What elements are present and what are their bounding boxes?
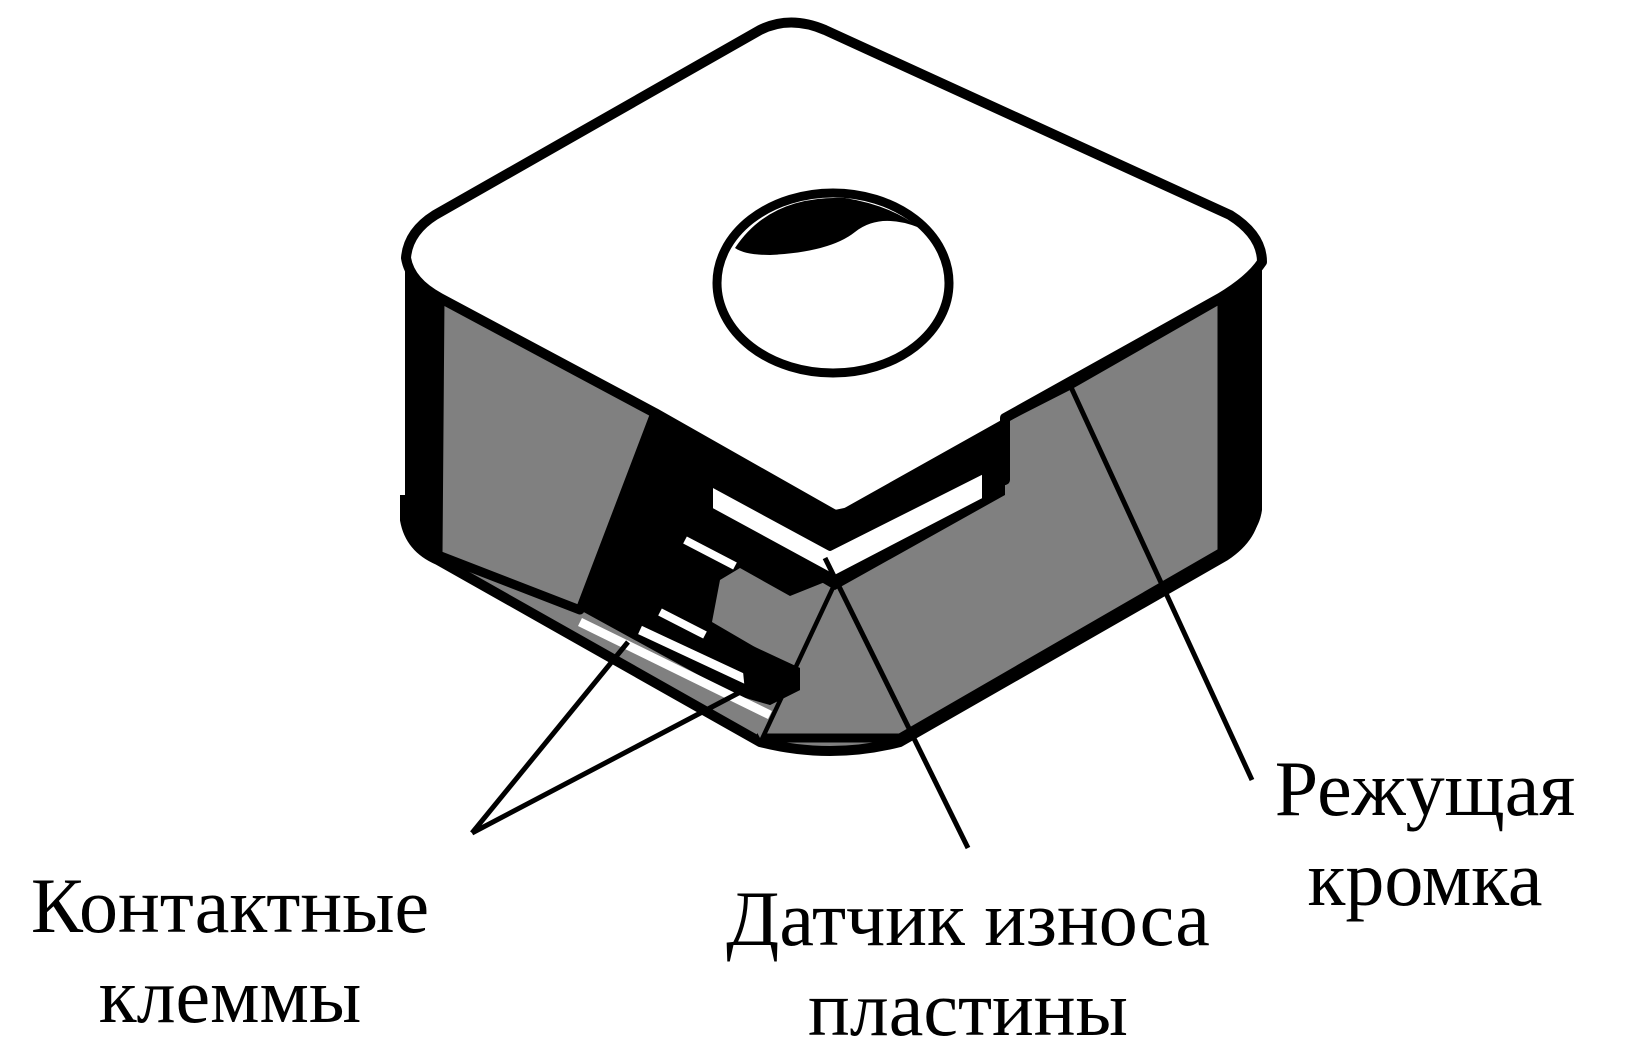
center-hole [712, 188, 954, 378]
leader-edge [1067, 383, 1255, 782]
contact-terminals [578, 608, 800, 720]
label-cutting-edge-line1: Режущая [1275, 745, 1575, 832]
sensor-lower-line [683, 536, 737, 570]
leader-sensor [822, 556, 971, 850]
leader-terminals-2 [470, 685, 750, 836]
left-edge-band [405, 260, 440, 556]
leader-lines [470, 383, 1255, 850]
label-cutting-edge-line2: кромка [1307, 835, 1542, 922]
hole-shadow [735, 197, 920, 255]
wear-sensor-strip [707, 467, 988, 581]
leader-terminals-1 [470, 640, 630, 835]
label-wear-sensor-line2: пластины [808, 965, 1128, 1052]
label-contact-terminals-line2: клеммы [99, 952, 362, 1039]
terminal-strip-3 [658, 608, 707, 639]
terminal-strip-1 [578, 617, 772, 720]
label-contact-terminals-line1: Контактные [31, 862, 429, 949]
right-edge-band [1222, 270, 1262, 556]
label-wear-sensor-line1: Датчик износа [726, 875, 1210, 962]
terminal-tab [740, 640, 800, 705]
